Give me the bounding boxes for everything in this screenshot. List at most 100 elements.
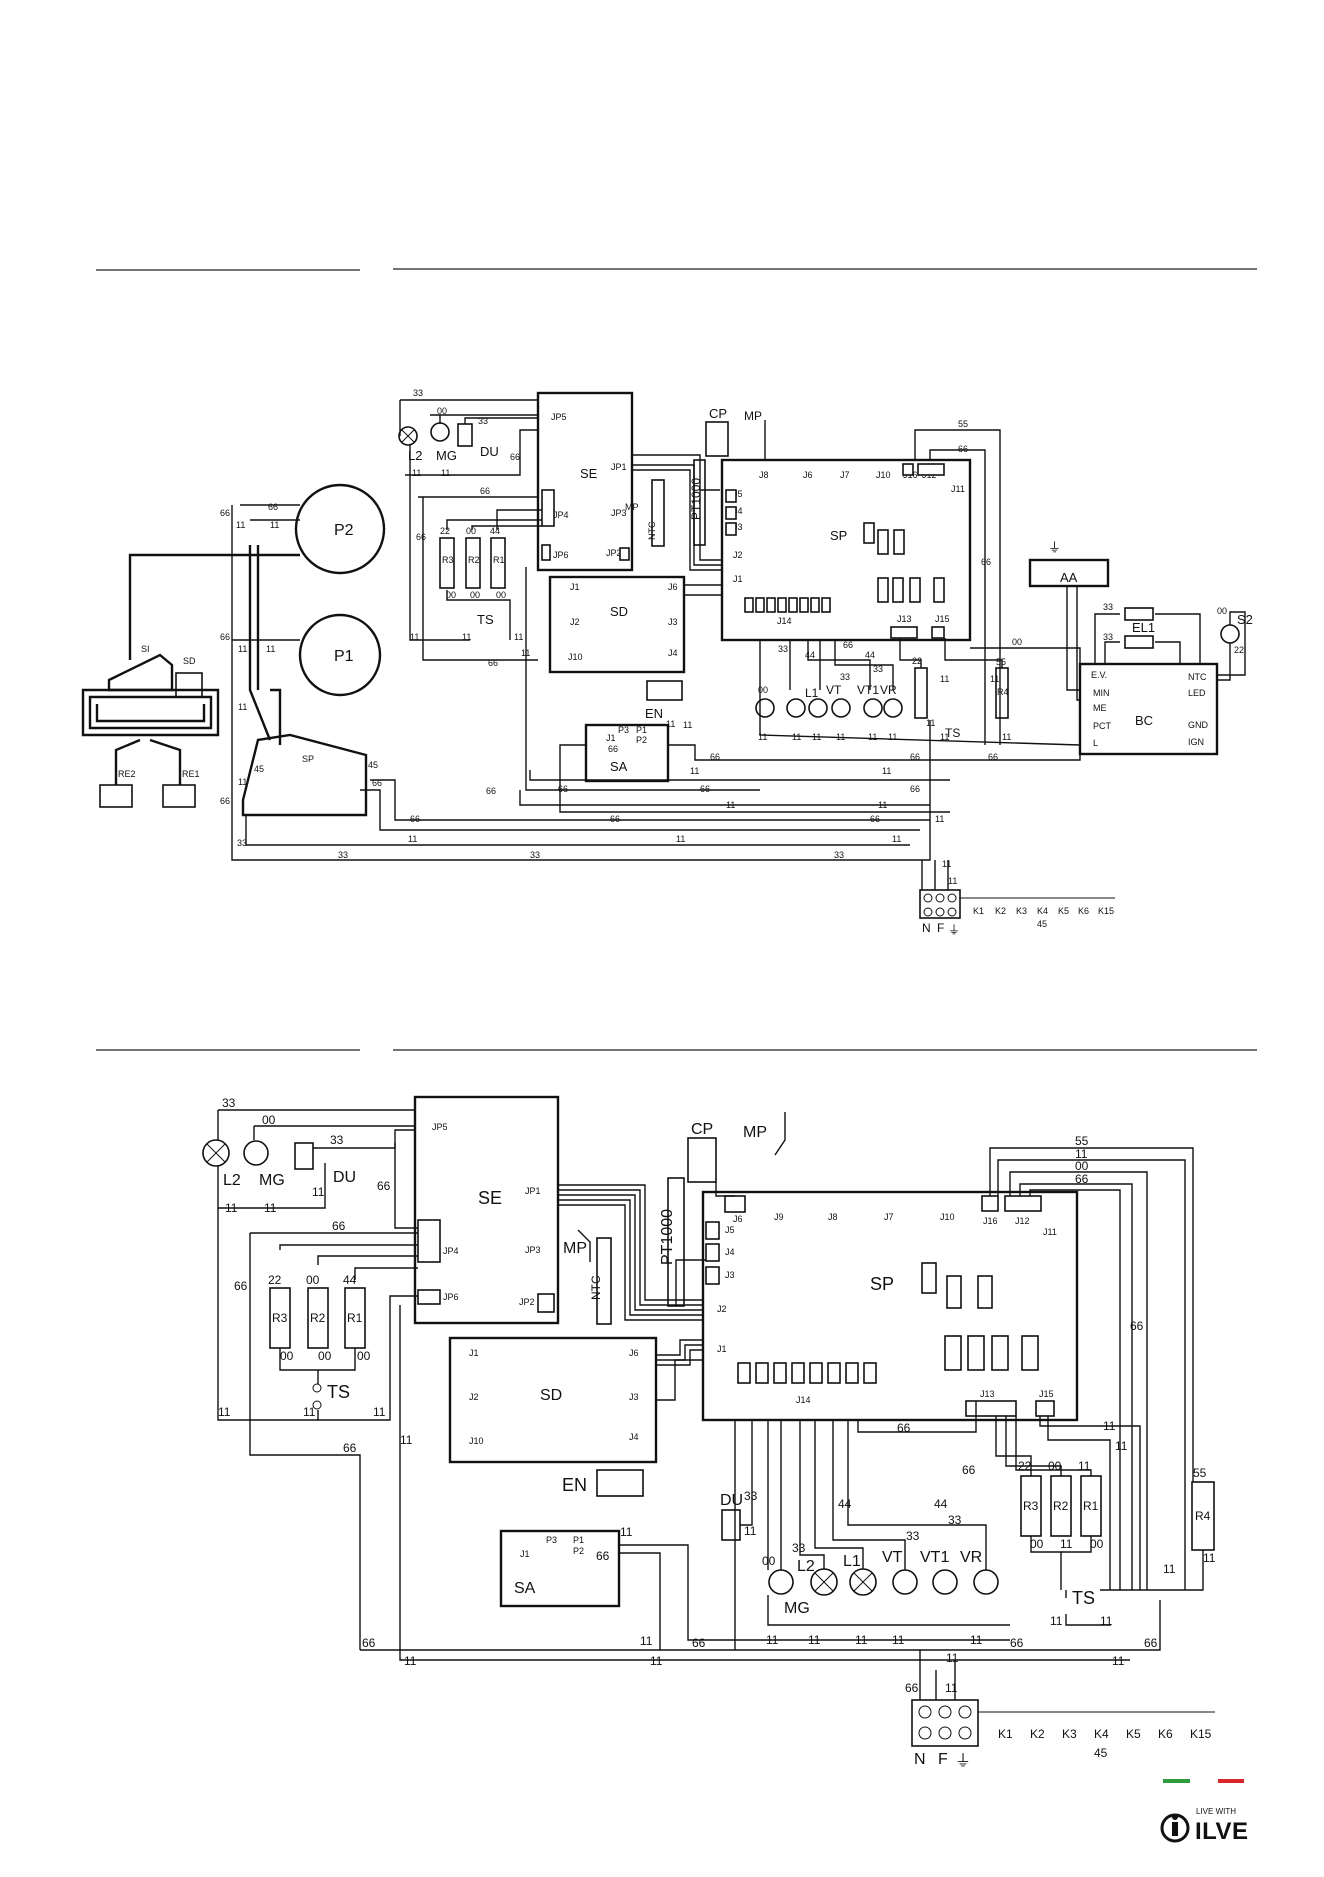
wire-code: 33: [778, 644, 788, 654]
top-el1-lower: [1124, 635, 1154, 649]
bottom-sd-j2: J2: [469, 1392, 479, 1402]
top-sp-relay: [877, 529, 889, 555]
wire-code: 11: [970, 1633, 983, 1647]
top-aa-label: AA: [1060, 570, 1078, 585]
top-sp-j2: J2: [733, 550, 743, 560]
bottom-sp-label: SP: [870, 1274, 894, 1294]
bottom-l2-label: L2: [223, 1172, 241, 1189]
top-sp-j15-header: [931, 626, 945, 639]
wire-code: 66: [910, 752, 920, 762]
top-sp-j4: J4: [733, 506, 743, 516]
top-k3: K3: [1016, 906, 1027, 916]
top-pump-p2: [294, 483, 386, 575]
top-sp-relay: [893, 529, 905, 555]
top-sp-relay: [799, 597, 809, 613]
top-bc-pin-gnd: GND: [1188, 720, 1209, 730]
wire-code: 11: [410, 632, 419, 642]
wire-code: 00: [470, 590, 480, 600]
wire-code: 11: [888, 732, 897, 742]
wire-code: 66: [488, 658, 498, 668]
wire-code: 11: [218, 1405, 231, 1419]
bottom-sp-j11: J11: [1043, 1227, 1057, 1237]
wire-code: 11: [878, 800, 887, 810]
wire-code: 11: [892, 834, 901, 844]
bottom-du2-label: DU: [720, 1492, 743, 1509]
top-aa-board: [1028, 558, 1110, 588]
bottom-r2-label: R2: [310, 1311, 326, 1325]
bottom-r3-label: R3: [272, 1311, 288, 1325]
top-bc-board: [1078, 662, 1219, 756]
bottom-sp-relay: [737, 1362, 751, 1384]
bottom-mg-label: MG: [259, 1172, 285, 1189]
wire-code: 55: [996, 657, 1006, 667]
bottom-sp-relay: [755, 1362, 769, 1384]
top-vt1-label: VT1: [857, 683, 879, 697]
wire-code: 11: [836, 732, 845, 742]
wire-code: 11: [676, 834, 685, 844]
wire-code: 00: [1217, 606, 1227, 616]
wire-code: 11: [1115, 1439, 1128, 1453]
bottom-sp-relay: [809, 1362, 823, 1384]
top-sp-j14: J14: [777, 616, 792, 626]
bottom-lamp-l2-cross: [206, 1143, 226, 1163]
top-sa-label: SA: [610, 759, 628, 774]
wire-code: 11: [225, 1201, 238, 1215]
wire-code: 66: [416, 532, 426, 542]
top-sp-j1: J1: [733, 574, 743, 584]
top-r2-label: R2: [468, 555, 480, 565]
bottom-fan-vt1: [932, 1569, 958, 1595]
bottom-k1: K1: [998, 1727, 1013, 1741]
top-sp-relay: [755, 597, 765, 613]
wire-code: 66: [372, 778, 382, 788]
top-mg-label: MG: [436, 448, 457, 463]
top-pump-p2-label: P2: [334, 522, 354, 539]
top-re-wires: [114, 738, 182, 785]
wire-code: 55: [1075, 1134, 1089, 1148]
top-k-terminals: K1 K2 K3 K4 K5 K6 K15 45: [973, 906, 1114, 929]
bottom-sp-j15: J15: [1039, 1389, 1054, 1399]
bottom-sa-label: SA: [514, 1580, 536, 1597]
top-bc-pin-me: ME: [1093, 703, 1107, 713]
bottom-motor-mg: [243, 1140, 269, 1166]
wire-code: 11: [942, 859, 951, 869]
wire-code: 00: [762, 1554, 776, 1568]
wire-code: 11: [945, 1681, 958, 1695]
wire-code: 66: [910, 784, 920, 794]
bottom-ts-switch: [312, 1383, 322, 1393]
wire-code: 33: [840, 672, 850, 682]
bottom-se-jp6-header: [417, 1289, 441, 1305]
wire-code: 11: [312, 1185, 325, 1199]
wire-code: 11: [946, 1651, 959, 1665]
bottom-sa-p3: P3: [546, 1535, 557, 1545]
top-harness-to-p2: [128, 553, 300, 660]
top-el1-upper: [1124, 607, 1154, 621]
wire-code: 66: [343, 1441, 357, 1455]
wire-code: 66: [905, 1681, 919, 1695]
bottom-sd-j4: J4: [629, 1432, 639, 1442]
bottom-sp-j14: J14: [796, 1395, 811, 1405]
bottom-ts-label: TS: [327, 1382, 350, 1402]
top-pump-p1-label: P1: [334, 648, 354, 665]
top-re1-label: RE1: [182, 769, 200, 779]
bottom-se-jp1: JP1: [525, 1186, 541, 1196]
wire-code: 33: [1103, 602, 1113, 612]
bottom-se-jp2: JP2: [519, 1297, 535, 1307]
top-bc-pin-ign: IGN: [1188, 737, 1204, 747]
wire-code: 00: [318, 1349, 332, 1363]
wire-code: 11: [462, 632, 471, 642]
bottom-sd-j6: J6: [629, 1348, 639, 1358]
top-terminal-block: [919, 889, 961, 919]
top-r4-load-label: R4: [997, 687, 1009, 697]
bottom-sd-label: SD: [540, 1387, 562, 1404]
top-sp-relays: [744, 522, 945, 613]
wire-code: 66: [486, 786, 496, 796]
wire-code: 11: [792, 732, 801, 742]
top-k1: K1: [973, 906, 984, 916]
wire-code: 66: [988, 752, 998, 762]
wire-code: 33: [1103, 632, 1113, 642]
top-sp-j5-header: [725, 489, 737, 503]
bottom-sp-j5-header: [705, 1221, 720, 1240]
top-sd-j1: J1: [570, 582, 580, 592]
bottom-sp-j10: J10: [940, 1212, 955, 1222]
